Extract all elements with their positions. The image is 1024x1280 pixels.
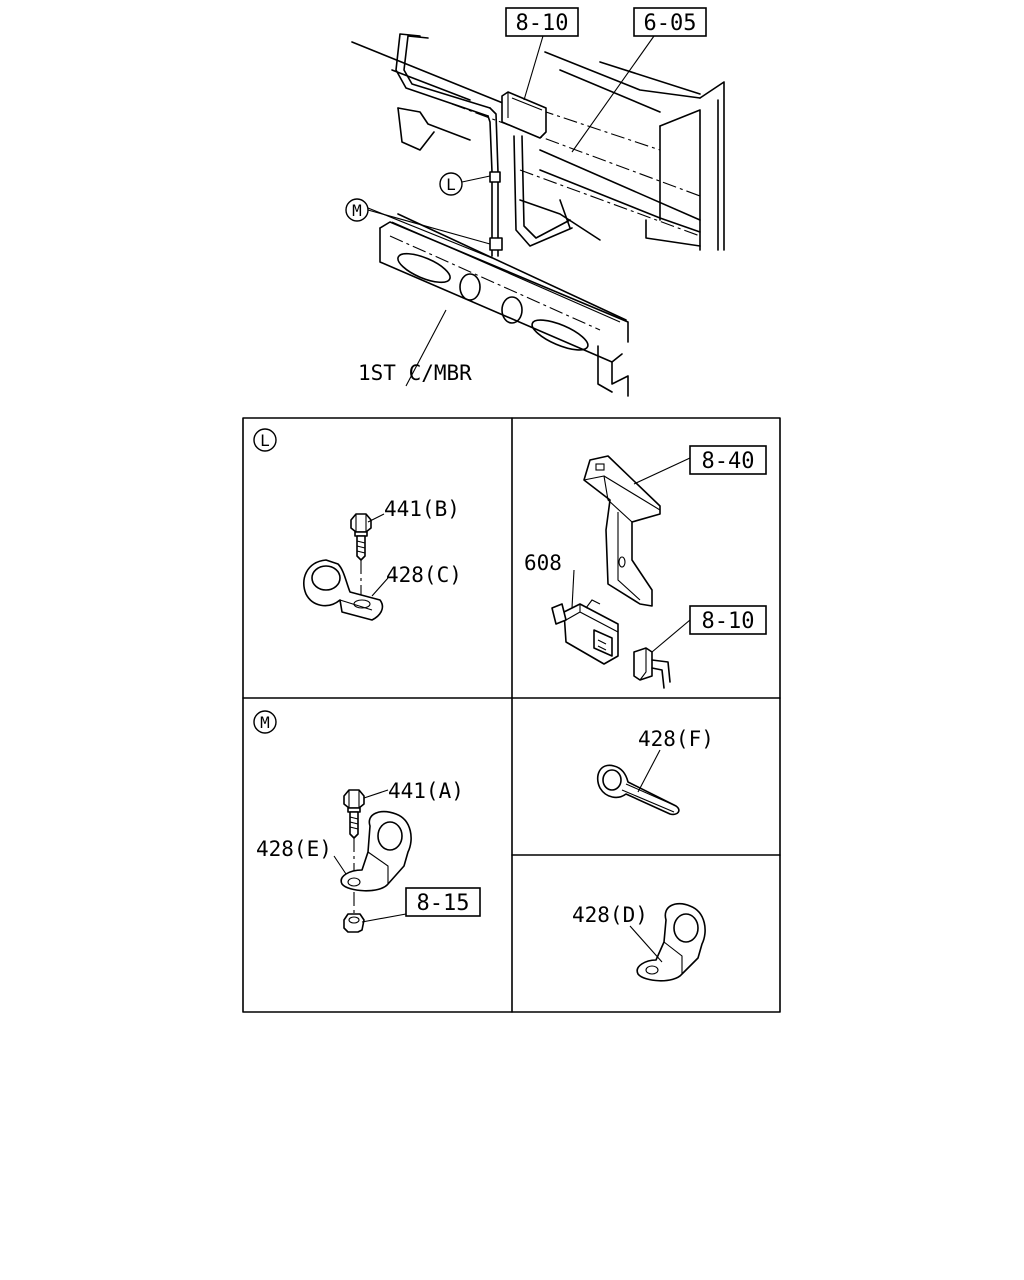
ref-8-10-detail: 8-10 xyxy=(702,609,755,634)
detail-grid xyxy=(242,417,781,1013)
ref-box-6-05 xyxy=(633,7,707,37)
bracket-icon xyxy=(583,455,661,607)
ref-box-8-10-detail xyxy=(689,605,767,635)
clip-428d-icon xyxy=(636,902,706,982)
ref-box-8-10-top xyxy=(505,7,579,37)
label-428e: 428(E) xyxy=(256,837,332,861)
bolt-441a-icon xyxy=(343,789,365,878)
clip-428f-icon xyxy=(596,764,680,816)
panel-l: L 441(B) 428(C) xyxy=(253,428,462,621)
panel-m-marker: M xyxy=(260,713,270,732)
label-441a: 441(A) xyxy=(388,779,464,803)
panel-d: 428(D) xyxy=(572,902,706,982)
callout-m-circle xyxy=(345,198,369,222)
panel-m-marker-circle xyxy=(253,710,277,734)
crossmember-label: 1ST C/MBR xyxy=(358,361,472,385)
label-428f: 428(F) xyxy=(638,727,714,751)
ref-6-05: 6-05 xyxy=(644,11,697,36)
nut-icon xyxy=(343,892,365,933)
connector-8-10-icon xyxy=(633,647,671,689)
ref-box-8-15 xyxy=(405,887,481,917)
label-428d: 428(D) xyxy=(572,903,648,927)
callout-m-text: M xyxy=(352,201,362,220)
panel-f: 428(F) xyxy=(596,727,714,816)
panel-l-marker: L xyxy=(260,431,270,450)
top-assembly-view: 8-10 6-05 L M 1ST C/MBR xyxy=(345,7,725,397)
ref-box-8-40 xyxy=(689,445,767,475)
panel-switch: 8-40 8-10 608 xyxy=(524,445,767,689)
ref-8-40: 8-40 xyxy=(702,449,755,474)
ref-8-15: 8-15 xyxy=(417,891,470,916)
label-428c: 428(C) xyxy=(386,563,462,587)
panel-l-marker-circle xyxy=(253,428,277,452)
bolt-441b-icon xyxy=(350,513,372,600)
panel-m: M 441(A) 428(E) 8-15 xyxy=(253,710,481,933)
label-441b: 441(B) xyxy=(384,497,460,521)
ref-8-10-top: 8-10 xyxy=(516,11,569,36)
callout-l-circle xyxy=(439,172,463,196)
clip-428c-icon xyxy=(302,559,384,621)
switch-608-icon xyxy=(551,599,619,665)
callout-l-text: L xyxy=(446,175,456,194)
clip-428e-icon xyxy=(340,810,412,892)
label-608: 608 xyxy=(524,551,562,575)
